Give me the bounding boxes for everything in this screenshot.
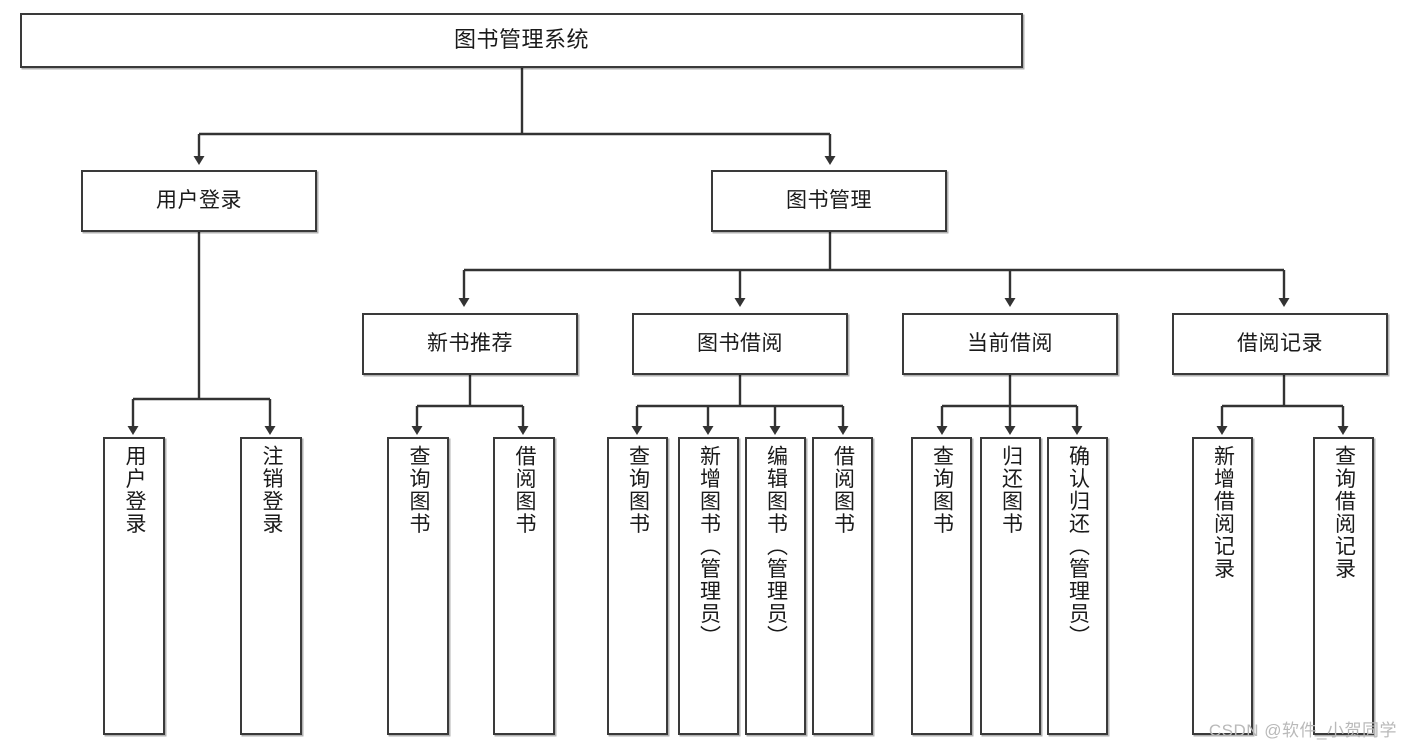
leaf-recommend-query-book[interactable]: 查询图书 bbox=[387, 437, 449, 735]
leaf-borrow-query-book[interactable]: 查询图书 bbox=[607, 437, 668, 735]
node-label: 确认归还（管理员） bbox=[1066, 445, 1090, 648]
node-label: 图书管理 bbox=[786, 189, 872, 213]
node-label: 图书管理系统 bbox=[453, 27, 589, 53]
node-user-login[interactable]: 用户登录 bbox=[81, 170, 317, 232]
node-label: 新书推荐 bbox=[427, 332, 513, 356]
node-label: 查询图书 bbox=[930, 445, 954, 535]
leaf-borrow-add-book-admin[interactable]: 新增图书（管理员） bbox=[678, 437, 739, 735]
node-label: 当前借阅 bbox=[967, 332, 1053, 356]
node-label: 新增借阅记录 bbox=[1211, 445, 1235, 580]
node-label: 查询借阅记录 bbox=[1332, 445, 1356, 580]
leaf-current-return-book[interactable]: 归还图书 bbox=[980, 437, 1041, 735]
node-label: 用户登录 bbox=[156, 189, 242, 213]
node-book-management[interactable]: 图书管理 bbox=[711, 170, 947, 232]
leaf-current-query-book[interactable]: 查询图书 bbox=[911, 437, 972, 735]
watermark-text: CSDN @软件_小贺同学 bbox=[1208, 721, 1397, 740]
node-label: 新增图书（管理员） bbox=[697, 445, 721, 648]
leaf-current-confirm-return-admin[interactable]: 确认归还（管理员） bbox=[1047, 437, 1108, 735]
node-label: 编辑图书（管理员） bbox=[764, 445, 788, 648]
node-label: 注销登录 bbox=[260, 445, 284, 535]
leaf-user-login-signin[interactable]: 用户登录 bbox=[103, 437, 165, 735]
node-label: 借阅图书 bbox=[513, 445, 537, 535]
node-label: 查询图书 bbox=[407, 445, 431, 535]
node-book-borrow[interactable]: 图书借阅 bbox=[632, 313, 848, 375]
node-borrow-record[interactable]: 借阅记录 bbox=[1172, 313, 1388, 375]
node-label: 借阅记录 bbox=[1237, 332, 1323, 356]
leaf-record-add-record[interactable]: 新增借阅记录 bbox=[1192, 437, 1253, 735]
leaf-borrow-borrow-book[interactable]: 借阅图书 bbox=[812, 437, 873, 735]
node-label: 查询图书 bbox=[626, 445, 650, 535]
node-label: 图书借阅 bbox=[697, 332, 783, 356]
leaf-borrow-edit-book-admin[interactable]: 编辑图书（管理员） bbox=[745, 437, 806, 735]
node-current-borrow[interactable]: 当前借阅 bbox=[902, 313, 1118, 375]
node-label: 用户登录 bbox=[123, 445, 147, 535]
leaf-record-query-record[interactable]: 查询借阅记录 bbox=[1313, 437, 1374, 735]
leaf-user-login-signout[interactable]: 注销登录 bbox=[240, 437, 302, 735]
node-new-book-recommend[interactable]: 新书推荐 bbox=[362, 313, 578, 375]
node-root-system[interactable]: 图书管理系统 bbox=[20, 13, 1023, 68]
node-label: 归还图书 bbox=[999, 445, 1023, 535]
leaf-recommend-borrow-book[interactable]: 借阅图书 bbox=[493, 437, 555, 735]
node-label: 借阅图书 bbox=[831, 445, 855, 535]
